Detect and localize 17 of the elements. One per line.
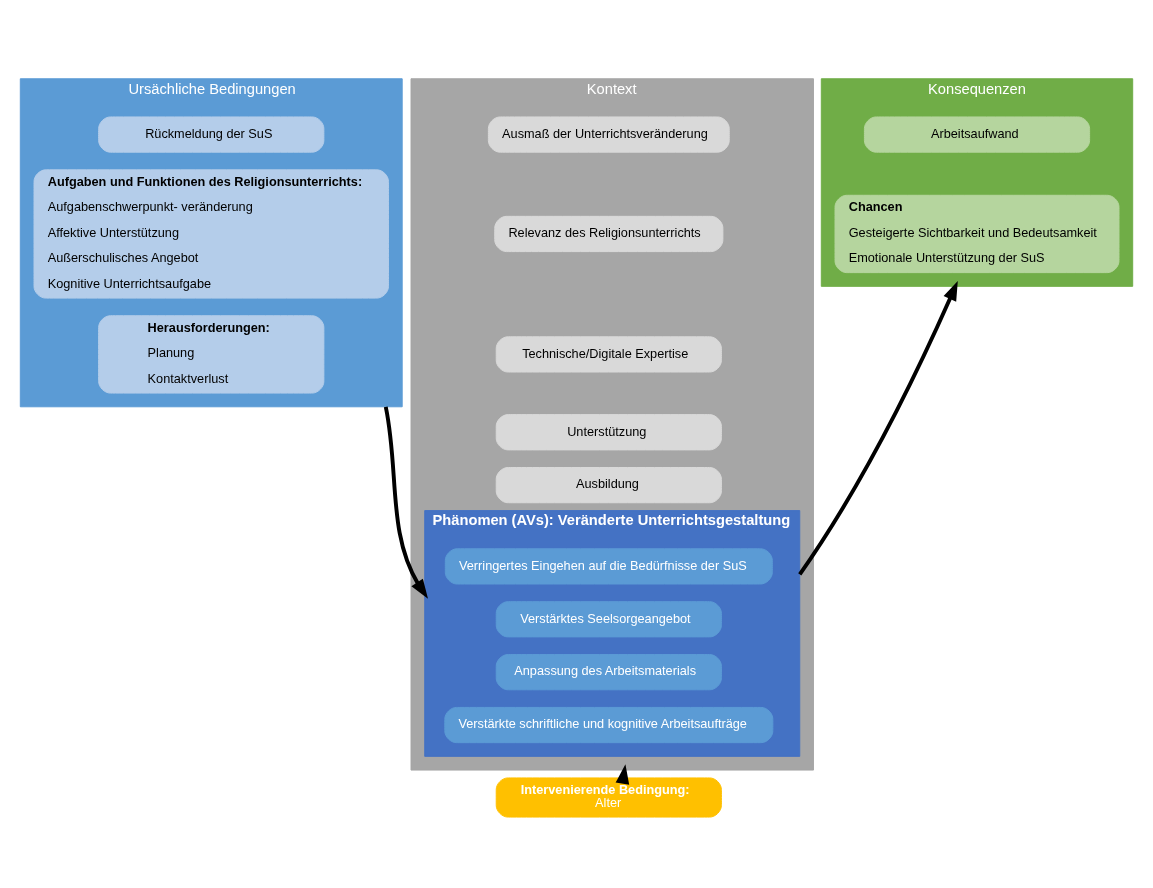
node-box: Chancen Gesteigerte Sichtbarkeit und Bedeutsamkeit Emotionale Unterstützung der SuS (834, 194, 1120, 274)
node-box: Arbeitsaufwand (863, 116, 1091, 153)
node-box: Verstärkte schriftliche und kognitive Arbeitsaufträge (444, 706, 774, 744)
node-box: Aufgaben und Funktionen des Religionsunterrichts: Aufgabenschwerpunkt- veränderung Affektive Unterstützung Außerschulisches Angebot Kognitive Unterrichtsaufgabe (33, 169, 389, 299)
node-box: Verstärktes Seelsorgeangebot (495, 601, 722, 638)
node-box: Verringertes Eingehen auf die Bedürfnisse der SuS (444, 548, 773, 585)
node-box: Ausbildung (495, 467, 722, 504)
arrow (798, 280, 958, 576)
node-box: Herausforderungen: Planung Kontaktverlust (98, 315, 325, 394)
node-box: Rückmeldung der SuS (98, 116, 325, 153)
node-box: Technische/Digitale Expertise (495, 336, 722, 373)
node-box: Ausmaß der Unterrichtsveränderung (487, 116, 730, 153)
node-box: Relevanz des Religionsunterrichts (494, 215, 724, 253)
node-box: Anpassung des Arbeitsmaterials (495, 654, 722, 691)
arrow (383, 406, 428, 599)
arrow (615, 764, 630, 785)
node-box: Unterstützung (495, 414, 722, 451)
